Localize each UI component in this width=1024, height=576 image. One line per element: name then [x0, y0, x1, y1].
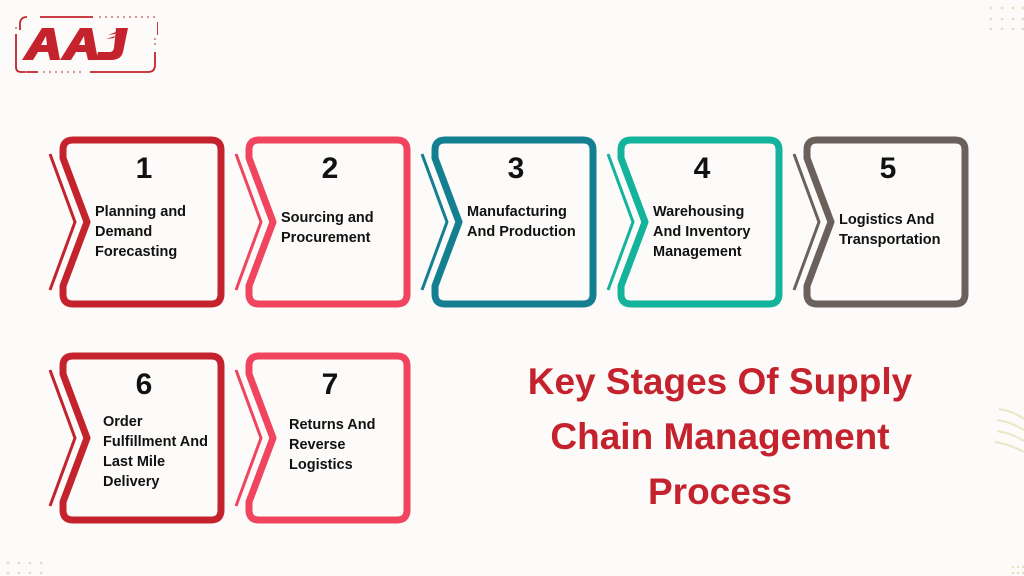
stage-label: Sourcing and Procurement — [281, 210, 374, 246]
dot-grid-decoration-icon — [989, 6, 1024, 30]
stage-number: 2 — [321, 152, 339, 185]
stage-label: Planning and Demand Forecasting — [95, 204, 187, 260]
chevron-frame-icon — [606, 136, 783, 308]
page-title: Key Stages Of Supply Chain Management Pr… — [480, 354, 960, 519]
stage-label: Logistics And Transportation — [839, 212, 941, 248]
stage-card-4: 4 Warehousing And Inventory Management — [606, 136, 783, 308]
curved-lines-decoration-icon — [995, 408, 1024, 453]
dot-grid-decoration-icon — [1011, 565, 1024, 575]
stage-number: 7 — [321, 368, 339, 401]
stage-card-3: 3 Manufacturing And Production — [420, 136, 597, 308]
stage-number: 1 — [135, 152, 153, 185]
stage-label: Returns And Reverse Logistics — [289, 417, 376, 473]
chevron-frame-icon — [792, 136, 969, 308]
chevron-frame-icon — [48, 352, 225, 524]
stage-number: 3 — [507, 152, 525, 185]
stage-card-5: 5 Logistics And Transportation — [792, 136, 969, 308]
stage-label: Order Fulfillment And Last Mile Delivery — [103, 414, 208, 490]
stage-card-2: 2 Sourcing and Procurement — [234, 136, 411, 308]
title-line-2: Chain Management — [550, 416, 890, 457]
stage-number: 6 — [135, 368, 153, 401]
chevron-frame-icon — [420, 136, 597, 308]
stage-label: Manufacturing And Production — [467, 204, 576, 240]
chevron-frame-icon — [234, 136, 411, 308]
stage-number: 4 — [693, 152, 711, 185]
chevron-frame-icon — [48, 136, 225, 308]
title-line-3: Process — [648, 471, 792, 512]
stage-card-6: 6 Order Fulfillment And Last Mile Delive… — [48, 352, 225, 524]
stage-number: 5 — [879, 152, 897, 185]
title-line-1: Key Stages Of Supply — [527, 361, 913, 402]
aaj-logo — [8, 12, 159, 73]
chevron-frame-icon — [234, 352, 411, 524]
dot-grid-decoration-icon — [6, 561, 43, 575]
stage-label: Warehousing And Inventory Management — [653, 204, 751, 260]
stage-card-1: 1 Planning and Demand Forecasting — [48, 136, 225, 308]
stage-card-7: 7 Returns And Reverse Logistics — [234, 352, 411, 524]
